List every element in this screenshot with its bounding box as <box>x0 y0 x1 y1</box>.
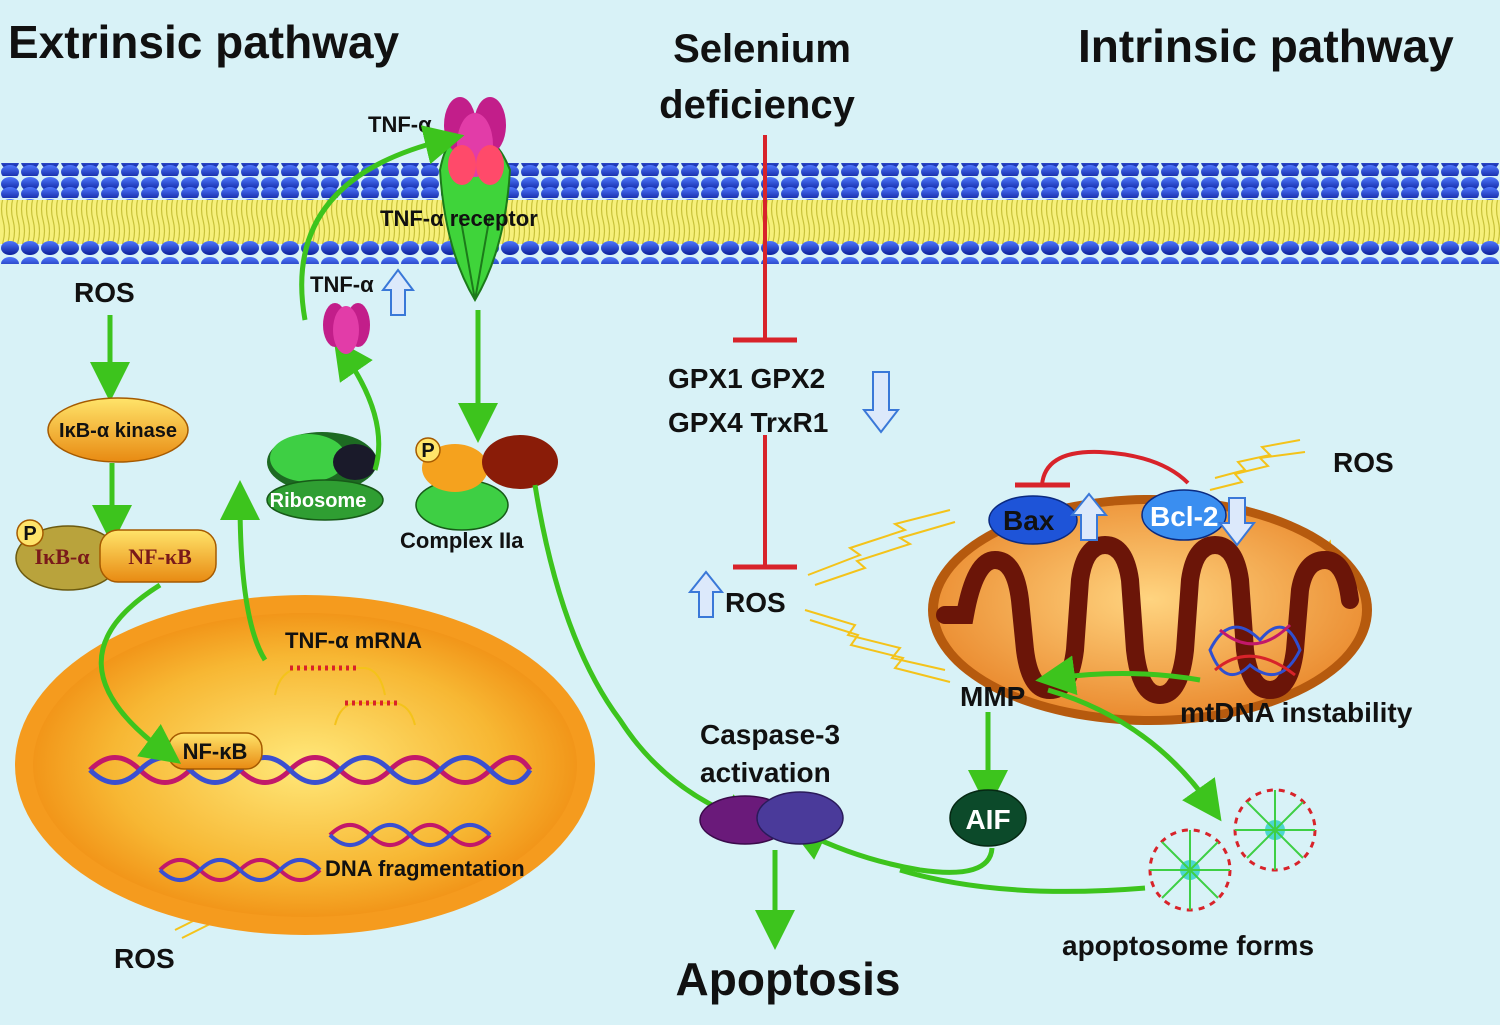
phospho-label: P <box>23 523 36 545</box>
ikb-kinase-label: IκB-α kinase <box>59 420 177 442</box>
bax-bcl2-inhibition <box>1015 449 1190 488</box>
caspase-3-icon <box>699 791 844 845</box>
ikb-kinase-node <box>47 397 189 463</box>
mtdna-label: mtDNA instability <box>1180 697 1413 728</box>
down-arrow-icon <box>1217 497 1257 547</box>
gpx-label-line1: GPX1 GPX2 <box>668 363 825 394</box>
gpx-label-line2: GPX4 TrxR1 <box>668 407 828 438</box>
dna-fragmentation-label: DNA fragmentation <box>325 856 525 881</box>
complex-phospho-label: P <box>421 440 434 462</box>
apoptosis-label: Apoptosis <box>676 953 901 1005</box>
intrinsic-title: Intrinsic pathway <box>1078 20 1454 72</box>
tnf-receptor-label: TNF-α receptor <box>380 206 538 231</box>
tnf-alpha-up-label: TNF-α <box>310 272 374 297</box>
caspase-label-line1: Caspase-3 <box>700 719 840 750</box>
aif-label: AIF <box>965 804 1010 835</box>
aif-node <box>949 789 1027 847</box>
selenium-title-line1: Selenium <box>673 27 851 71</box>
mmp-label: MMP <box>960 681 1025 712</box>
bax-label: Bax <box>1003 505 1055 536</box>
bcl2-node <box>1141 489 1227 541</box>
nfkb-nucleus-label: NF-κB <box>183 739 248 764</box>
tnf-alpha-trimer-icon <box>444 97 506 185</box>
selenium-inhibition <box>733 135 797 343</box>
arrow-tnf-to-receptor <box>299 125 465 321</box>
cell-membrane <box>0 163 1500 264</box>
ros-mid-label: ROS <box>725 587 786 618</box>
tnf-alpha-small-icon <box>323 303 370 354</box>
tnf-mrna-label: TNF-α mRNA <box>285 628 422 653</box>
selenium-title-line2: deficiency <box>659 83 855 127</box>
bcl2-label: Bcl-2 <box>1150 501 1218 532</box>
arrow-mrna-to-ribosome <box>220 480 268 662</box>
extrinsic-title: Extrinsic pathway <box>8 16 400 68</box>
ikb-alpha-label: IκB-α <box>34 544 90 569</box>
gpx-inhibition <box>733 435 797 570</box>
caspase-label-line2: activation <box>700 757 831 788</box>
arrow-mtdna-to-mmp <box>1035 655 1201 696</box>
ribosome-label: Ribosome <box>270 490 367 512</box>
bax-node <box>988 495 1078 545</box>
ros-right-label: ROS <box>1333 447 1394 478</box>
nfkb-complex-label: NF-κB <box>128 544 192 569</box>
phospho-icon <box>16 519 44 547</box>
arrow-ribosome-to-tnf <box>333 338 382 471</box>
mtdna-icon <box>1208 623 1302 677</box>
apoptosome-label: apoptosome forms <box>1062 930 1314 961</box>
up-arrow-icon <box>687 570 725 618</box>
mrna-icon <box>274 665 416 726</box>
ros-bottom-label: ROS <box>114 943 175 974</box>
ros-top-label: ROS <box>74 277 135 308</box>
ikb-nfkb-complex <box>15 525 217 591</box>
arrow-aif-to-caspase <box>787 823 995 875</box>
arrow-complex-to-caspase <box>532 484 764 832</box>
arrow-nfkb-to-nucleus <box>98 582 182 764</box>
down-arrow-icon <box>861 371 901 434</box>
apoptosome-icon <box>1148 788 1317 912</box>
up-arrow-icon <box>381 268 415 316</box>
complex-phospho-icon <box>415 437 441 463</box>
complex-iia-label: Complex IIa <box>400 528 524 553</box>
arrow-mmp-to-apoptosome <box>1047 687 1222 822</box>
tnf-alpha-top-label: TNF-α <box>368 112 432 137</box>
ribosome-icon <box>266 432 384 521</box>
up-arrow-icon <box>1069 492 1109 541</box>
arrow-apoptosome-to-caspase <box>899 867 1146 894</box>
